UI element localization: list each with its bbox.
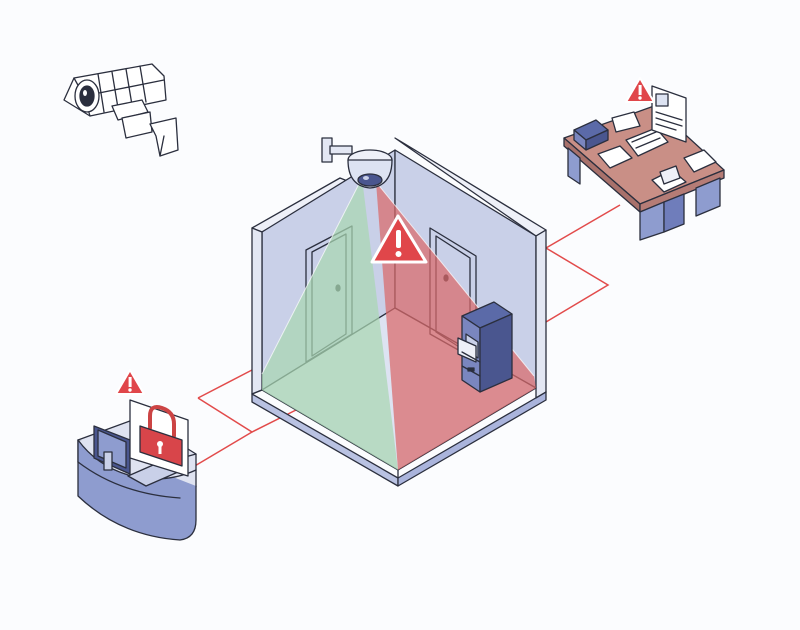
- reception-desk: [77, 399, 197, 541]
- office-warning-icon: [625, 77, 655, 103]
- left-wall-edge: [251, 227, 263, 395]
- filing-cabinet-icon: [457, 301, 513, 393]
- covered-zone: [262, 178, 398, 470]
- reception-warning-icon: [115, 369, 145, 395]
- right-wall-edge: [535, 229, 547, 399]
- cctv-camera-icon: [63, 63, 179, 157]
- warning-triangle-icon: [370, 214, 428, 264]
- dome-camera-icon: [321, 137, 393, 189]
- connector-room-to-reception-desk: [187, 431, 253, 471]
- connector-room-to-office-upper: [545, 204, 621, 249]
- connector-reception-to-room: [197, 369, 253, 399]
- connector-room-to-office-lower: [545, 247, 610, 323]
- office-desk: [563, 85, 725, 241]
- floor-slab-right: [397, 391, 547, 487]
